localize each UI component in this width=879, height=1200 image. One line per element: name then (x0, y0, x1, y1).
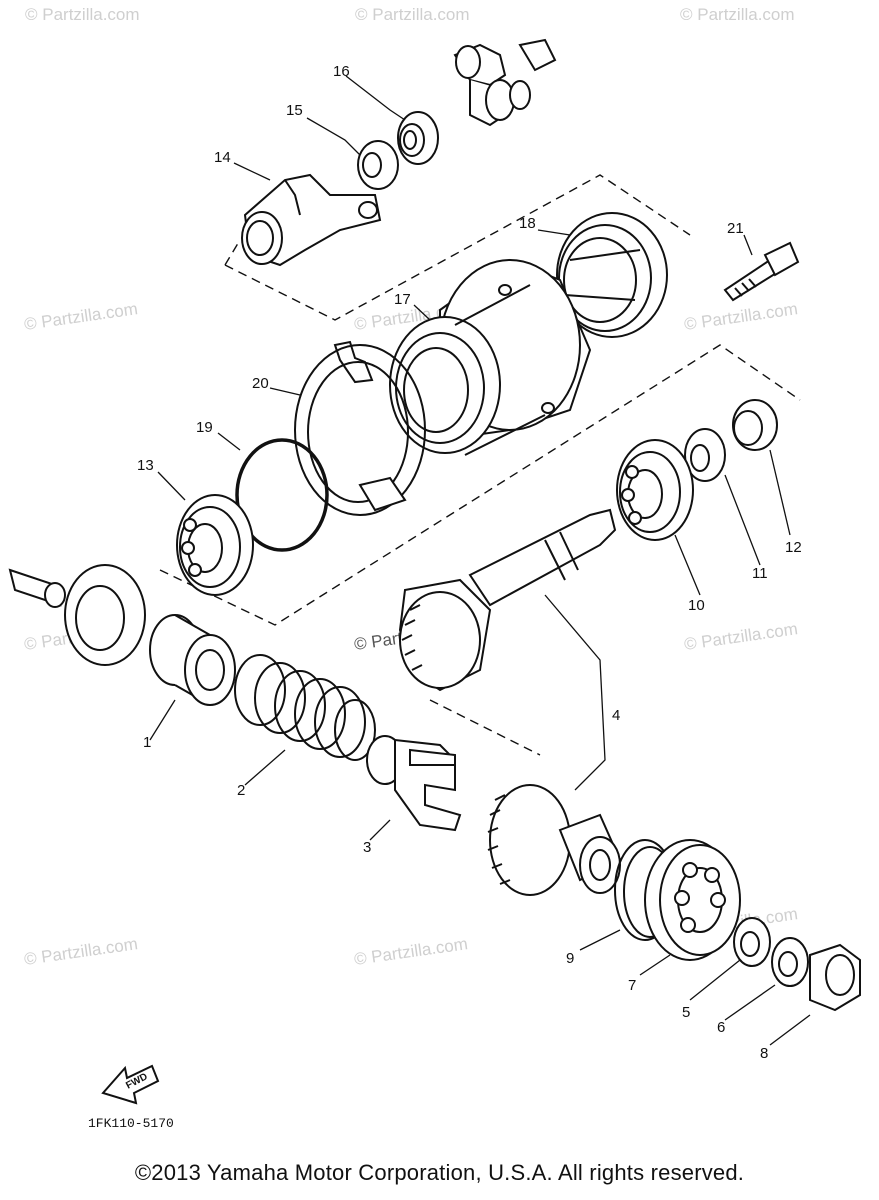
callout-21: 21 (727, 220, 744, 237)
callout-18: 18 (519, 215, 536, 232)
part-17-housing (389, 258, 592, 456)
leader-lines (149, 75, 811, 1046)
assembly-outlines (159, 174, 801, 756)
part-2-spring (234, 654, 376, 761)
part-5-washer (733, 917, 771, 967)
callout-11: 11 (752, 565, 768, 582)
watermark: © Partzilla.com (355, 5, 470, 24)
watermark: © Partzilla.com (683, 299, 799, 334)
part-20-lock-plate (294, 340, 426, 516)
callout-9: 9 (566, 950, 574, 967)
callout-19: 19 (196, 419, 213, 436)
callout-15: 15 (286, 102, 303, 119)
part-18-cover (556, 212, 668, 338)
diagram-code: 1FK110-5170 (88, 1116, 174, 1131)
part-14-yoke (241, 173, 382, 267)
part-10-bearing (616, 439, 694, 541)
part-1-sleeve (149, 614, 236, 706)
part-8-nut (809, 943, 861, 1012)
universal-joint (453, 38, 557, 127)
callout-20: 20 (252, 375, 269, 392)
callout-10: 10 (688, 597, 705, 614)
part-15-washer (357, 140, 399, 190)
part-11-washer (684, 428, 726, 482)
drive-shaft-end (8, 568, 66, 608)
callout-5: 5 (682, 1004, 690, 1021)
callout-6: 6 (717, 1019, 725, 1036)
watermark: © Partzilla.com (23, 934, 139, 969)
watermark: © Partzilla.com (25, 5, 140, 24)
part-12-nut (732, 399, 778, 451)
callout-1: 1 (143, 734, 151, 751)
callout-7: 7 (628, 977, 636, 994)
callout-4: 4 (612, 707, 620, 724)
part-19-o-ring (235, 438, 329, 552)
callout-3: 3 (363, 839, 371, 856)
callout-13: 13 (137, 457, 154, 474)
copyright-notice: ©2013 Yamaha Motor Corporation, U.S.A. A… (134, 1160, 745, 1185)
part-4-pinion-gear (398, 508, 617, 692)
callout-17: 17 (394, 291, 411, 308)
watermark: © Partzilla.com (23, 299, 139, 334)
part-3-yoke (366, 735, 462, 832)
callout-8: 8 (760, 1045, 768, 1062)
part-ring-gear (487, 784, 622, 896)
callout-16: 16 (333, 63, 350, 80)
fwd-arrow-icon: FWD (101, 1064, 160, 1105)
watermark: © Partzilla.com (683, 619, 799, 654)
part-21-bolt (723, 241, 800, 302)
watermark: © Partzilla.com (680, 5, 795, 24)
callout-2: 2 (237, 782, 245, 799)
watermark: © Partzilla.com (353, 934, 469, 969)
callout-14: 14 (214, 149, 231, 166)
callout-numbers: 1 2 3 4 5 6 7 8 9 10 11 12 13 14 15 16 1… (137, 63, 802, 1062)
part-6-lock-washer (771, 937, 809, 987)
left-bearing (64, 564, 146, 666)
part-16-nut (397, 111, 439, 165)
part-13-bearing (176, 494, 254, 596)
callout-12: 12 (785, 539, 802, 556)
part-7-bearing (644, 839, 741, 961)
